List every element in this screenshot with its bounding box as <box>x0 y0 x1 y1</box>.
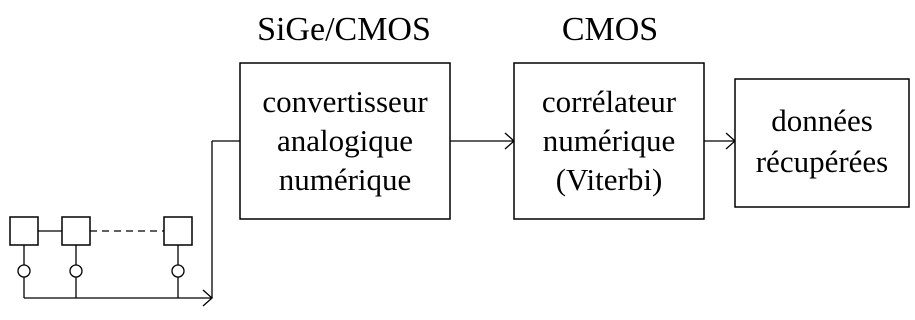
output-block: données récupérées <box>734 78 910 208</box>
adc-block: convertisseur analogique numérique <box>239 62 451 220</box>
adc-block-line-2: analogique <box>277 123 413 158</box>
correlator-block-line-3: (Viterbi) <box>556 162 663 197</box>
adc-technology-label: SiGe/CMOS <box>257 11 431 48</box>
output-block-line-2: récupérées <box>756 144 889 179</box>
adc-block-line-3: numérique <box>279 162 412 197</box>
correlator-block-line-1: corrélateur <box>542 84 677 119</box>
adc-block-box <box>239 62 451 220</box>
delay-element-2 <box>61 216 91 246</box>
output-block-line-1: données <box>771 103 873 138</box>
delay-element-1 <box>9 216 39 246</box>
tap-node-2 <box>69 264 83 278</box>
correlator-technology-label: CMOS <box>562 11 658 48</box>
delay-line-chain <box>9 216 213 307</box>
correlator-block-line-2: numérique <box>543 123 676 158</box>
delay-element-n <box>163 216 193 246</box>
tap-node-1 <box>17 264 31 278</box>
output-block-box <box>734 78 910 208</box>
adc-block-line-1: convertisseur <box>262 84 428 119</box>
tap-node-n <box>171 264 185 278</box>
correlator-block: corrélateur numérique (Viterbi) <box>513 62 705 220</box>
